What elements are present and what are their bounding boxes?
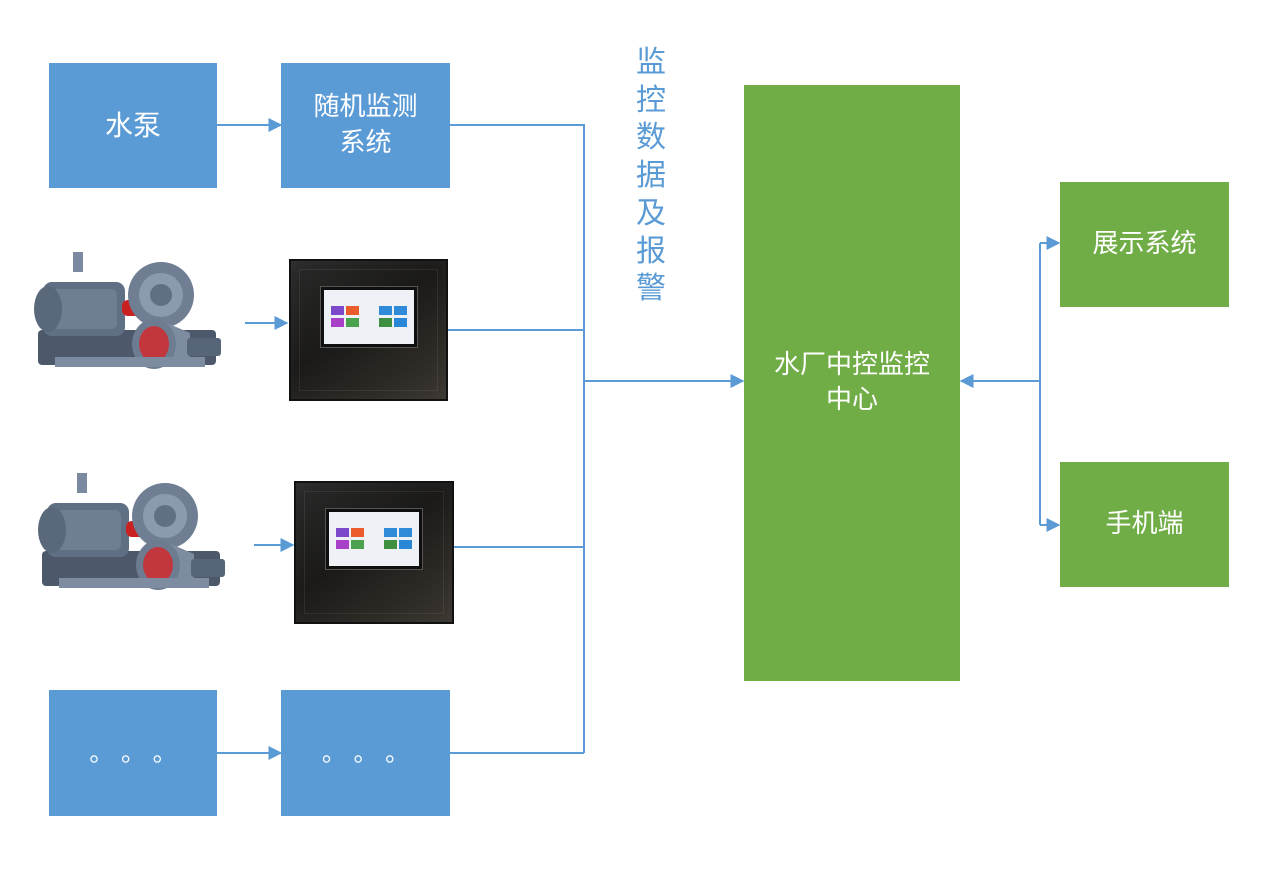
pump-box: 水泵 [49,63,217,188]
screen-tile [384,528,397,537]
screen-tile [399,528,412,537]
pump-photo-2 [35,463,237,608]
screen-tile [336,528,349,537]
random-monitor-label: 随机监测 系统 [313,92,418,158]
pump-label: 水泵 [104,108,161,142]
screen-tile [379,318,392,327]
screen-tile [351,540,364,549]
monitor-photo-1 [289,259,448,401]
screen-tile [351,528,364,537]
screen-tile [336,540,349,549]
central-control-center-box: 水厂中控监控 中心 [744,85,960,681]
display-system-box: 展示系统 [1060,182,1229,307]
display-system-label: 展示系统 [1092,228,1197,259]
pump-photo-1 [31,242,233,387]
monitor-screen-1 [321,287,417,347]
screen-tile [384,540,397,549]
screen-tile [346,306,359,315]
monitoring-data-alarm-label: 监 控 数 据 及 报 警 [636,45,666,307]
random-monitor-box: 随机监测 系统 [281,63,450,188]
monitor-photo-2 [294,481,454,624]
dots-box-left: 。 。 。 [49,690,217,816]
screen-tile [331,306,344,315]
central-control-center-label: 水厂中控监控 中心 [773,349,930,415]
screen-tile [379,306,392,315]
dots-left-label: 。 。 。 [89,738,177,767]
screen-tile [394,306,407,315]
dots-box-right: 。 。 。 [281,690,450,816]
monitor-screen-2 [326,509,422,569]
dots-right-label: 。 。 。 [321,738,410,767]
screen-tile [346,318,359,327]
line-monitor-to-bus [450,124,585,753]
screen-tile [399,540,412,549]
screen-tile [394,318,407,327]
screen-tile [331,318,344,327]
mobile-box: 手机端 [1060,462,1229,587]
mobile-label: 手机端 [1105,508,1184,539]
